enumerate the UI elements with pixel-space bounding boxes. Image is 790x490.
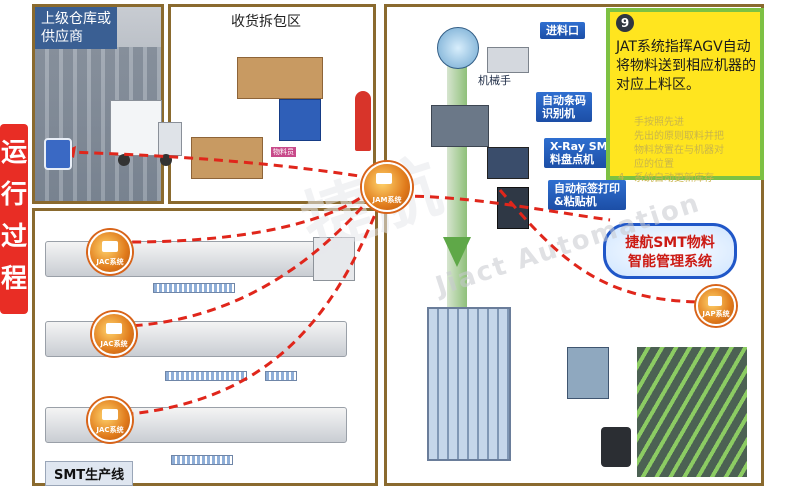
smt-line-1 [45,241,317,277]
jac-node-1: JAC系统 [88,230,132,274]
supplier-panel-title: 上级仓库或 供应商 [35,7,117,49]
robot-arm-image [487,47,529,73]
jam-node: JAM系统 [362,162,412,212]
barcode-reader-label: 自动条码 识别机 [536,92,592,122]
reel-strip-3 [265,371,297,381]
feed-port-label: 进料口 [540,22,585,39]
jac-node-label: JAC系统 [96,426,124,434]
material-worker-label: 物料员 [271,147,296,157]
label-printer-label: 自动标签打印 &粘贴机 [548,180,626,210]
conveyor-arrow [443,237,471,267]
router-icon [708,296,722,306]
jac-node-label: JAC系统 [100,340,128,348]
worker-figure [355,91,371,151]
router-icon [376,173,392,184]
router-icon [102,409,118,420]
reel-disc [437,27,479,69]
process-label: 运行过程 [0,124,28,314]
jac-node-label: JAC系统 [96,258,124,266]
xray-machine-image [487,147,529,179]
box-stack [237,57,323,99]
agv-rails [637,347,747,477]
delivery-truck [110,100,182,170]
scanner-device [44,138,72,170]
router-icon [106,323,122,334]
material-cart [279,99,321,141]
robot-arm-label: 机械手 [478,74,511,87]
agv-vehicle [601,427,631,467]
barcode-reader-image [431,105,489,147]
rack-unit [567,347,609,399]
box-stack-lower [191,137,263,179]
smt-line-panel-title: SMT生产线 [45,461,134,486]
reel-strip-2 [165,371,247,381]
storage-tower [427,307,511,461]
step-number-badge: 9 [616,14,634,32]
step-text: JAT系统指挥AGV自动将物料送到相应机器的对应上料区。 [616,39,756,93]
router-icon [102,241,118,252]
jap-node-label: JAP系统 [702,310,730,318]
reel-strip-1 [153,283,235,293]
jac-node-3: JAC系统 [88,398,132,442]
step-ghost-text: 手按照先进 先出的原则取料并把 物料放置在与机器对 应的位置 系统自动更新库存 [634,117,724,184]
step-box: 手按照先进 先出的原则取料并把 物料放置在与机器对 应的位置 系统自动更新库存 … [606,8,764,184]
process-label-text: 运行过程 [0,138,27,294]
jac-node-2: JAC系统 [92,312,136,356]
smt-line-2 [45,321,347,357]
label-printer-image [497,187,529,229]
receiving-panel-title: 收货拆包区 [231,14,301,30]
jam-node-label: JAM系统 [372,196,402,204]
jap-node: JAP系统 [696,286,736,326]
reel-strip-4 [171,455,233,465]
step-ghost-number: 4 [618,172,625,183]
